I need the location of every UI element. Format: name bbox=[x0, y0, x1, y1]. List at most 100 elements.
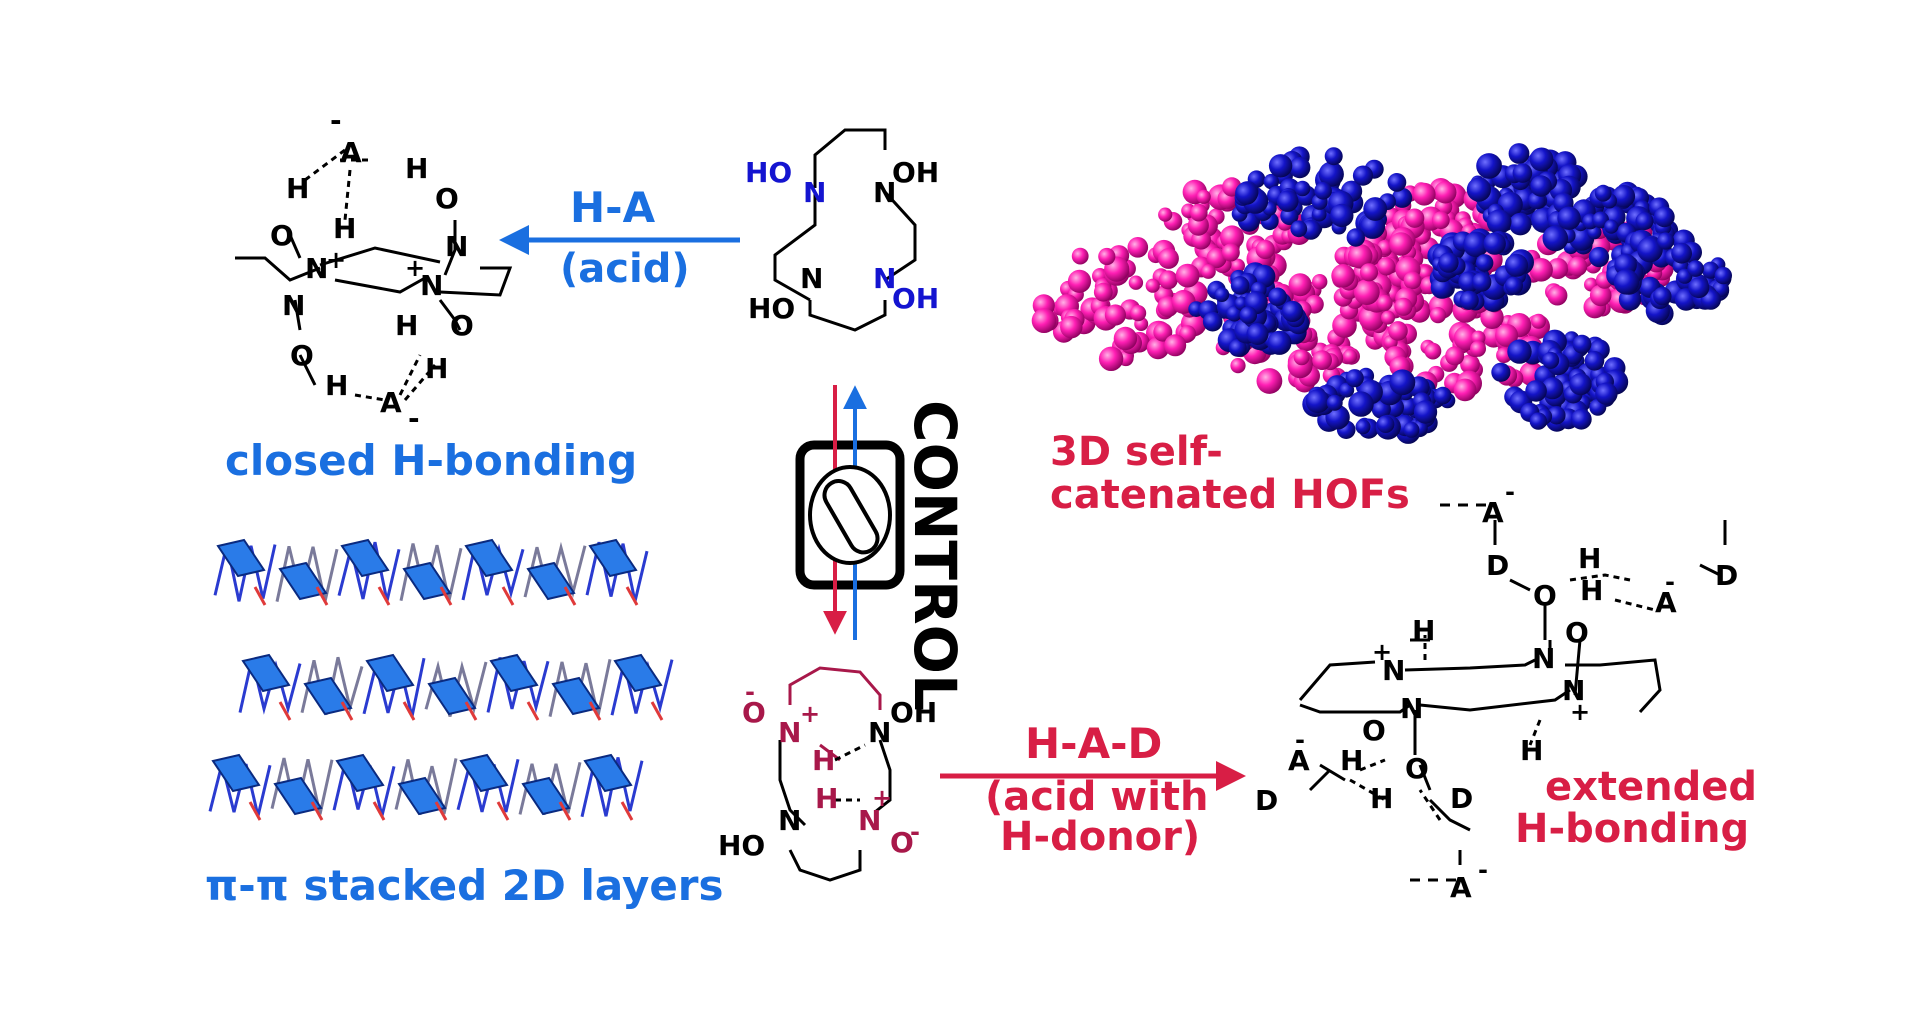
hof-molecule-blob bbox=[1331, 232, 1439, 331]
atom-sphere bbox=[1547, 406, 1566, 425]
hof-molecule-blob bbox=[1188, 262, 1310, 357]
atom-sphere bbox=[1470, 340, 1486, 357]
h-a-d-arrow: H-A-D (acid with H-donor) bbox=[940, 719, 1246, 860]
atom-sphere bbox=[1346, 228, 1366, 247]
atom-sphere bbox=[1424, 342, 1442, 360]
atom-label: - bbox=[910, 818, 920, 846]
atom-sphere bbox=[1431, 211, 1450, 230]
atom-sphere bbox=[1529, 412, 1548, 430]
atom-label: + bbox=[405, 254, 425, 282]
atom-sphere bbox=[1572, 334, 1592, 354]
atom-label: H bbox=[405, 152, 428, 185]
atom-label: A bbox=[340, 136, 362, 169]
atom-sphere bbox=[1355, 419, 1371, 435]
atom-label: N bbox=[858, 804, 881, 837]
atom-sphere bbox=[1376, 294, 1393, 311]
atom-label: H bbox=[1580, 574, 1603, 607]
atom-sphere bbox=[1389, 232, 1413, 256]
atom-sphere bbox=[1239, 306, 1258, 324]
atom-sphere bbox=[1031, 308, 1057, 334]
top-center-molecule-labels: HO N N OH N HO N OH bbox=[745, 156, 939, 325]
atom-label: A bbox=[1482, 496, 1504, 529]
atom-sphere bbox=[1353, 279, 1380, 305]
atom-sphere bbox=[1495, 323, 1519, 347]
oxygen-bond bbox=[501, 586, 515, 606]
atom-sphere bbox=[1128, 275, 1144, 290]
atom-sphere bbox=[1542, 225, 1569, 252]
atom-sphere bbox=[1635, 212, 1654, 231]
top-center-molecule bbox=[773, 128, 917, 332]
atom-sphere bbox=[1570, 408, 1592, 430]
atom-label: N bbox=[282, 289, 305, 322]
aromatic-ring bbox=[335, 753, 385, 793]
atom-label: O bbox=[890, 826, 914, 859]
atom-sphere bbox=[1202, 311, 1223, 332]
atom-label: - bbox=[1505, 478, 1515, 506]
oxygen-bond bbox=[248, 801, 262, 821]
atom-sphere bbox=[1569, 373, 1592, 396]
atom-label: H bbox=[425, 352, 448, 385]
oxygen-bond bbox=[372, 801, 386, 821]
atom-sphere bbox=[1505, 276, 1523, 295]
atom-label: O bbox=[290, 339, 314, 372]
atom-sphere bbox=[1491, 362, 1511, 382]
atom-label: N bbox=[445, 230, 468, 263]
atom-sphere bbox=[1158, 207, 1173, 222]
atom-sphere bbox=[1158, 248, 1179, 269]
crystal-layer bbox=[238, 653, 674, 721]
atom-sphere bbox=[1127, 237, 1149, 258]
hof-molecule-blob bbox=[1491, 329, 1629, 432]
acid-with-label-line1: (acid with bbox=[985, 774, 1209, 820]
atom-sphere bbox=[1256, 368, 1283, 394]
aromatic-ring bbox=[521, 776, 571, 816]
h-a-label: H-A bbox=[570, 183, 656, 232]
aromatic-ring bbox=[464, 538, 514, 578]
atom-label: A bbox=[1655, 586, 1677, 619]
oxygen-bond bbox=[625, 586, 639, 606]
control-label: CONTROL bbox=[901, 400, 969, 711]
oxygen-bond bbox=[563, 586, 577, 606]
top-left-molecule-labels: - A H H O O H N + N + N N H O H O H A - bbox=[270, 104, 474, 435]
aromatic-ring bbox=[216, 538, 266, 578]
oxygen-bond bbox=[620, 801, 634, 821]
atom-sphere bbox=[1098, 346, 1124, 371]
atom-sphere bbox=[1687, 260, 1704, 277]
aromatic-ring bbox=[459, 753, 509, 793]
atom-label: O bbox=[1362, 714, 1386, 747]
hof-molecule-blob bbox=[1606, 229, 1733, 326]
oxygen-bond bbox=[315, 586, 329, 606]
atom-label: + bbox=[1570, 698, 1590, 726]
atom-sphere bbox=[1483, 232, 1506, 255]
atom-sphere bbox=[1588, 246, 1610, 268]
atom-sphere bbox=[1263, 173, 1280, 190]
acid-label: (acid) bbox=[560, 246, 690, 292]
atom-label: - bbox=[745, 678, 755, 706]
atom-label: + bbox=[872, 784, 892, 812]
hof-molecule-blob bbox=[1427, 228, 1534, 312]
atom-sphere bbox=[1509, 212, 1532, 236]
oxygen-bond bbox=[434, 801, 448, 821]
atom-sphere bbox=[1671, 242, 1692, 264]
atom-sphere bbox=[1381, 310, 1395, 325]
atom-sphere bbox=[1604, 219, 1619, 234]
atom-sphere bbox=[1312, 206, 1327, 222]
atom-sphere bbox=[1525, 380, 1547, 402]
atom-label: H bbox=[1578, 542, 1601, 575]
oxygen-bond bbox=[340, 701, 354, 721]
atom-sphere bbox=[1403, 271, 1422, 290]
atom-label: D bbox=[1255, 784, 1278, 817]
atom-sphere bbox=[1071, 247, 1089, 265]
aromatic-ring bbox=[588, 538, 638, 578]
aromatic-ring bbox=[397, 776, 447, 816]
aromatic-ring bbox=[340, 538, 390, 578]
atom-sphere bbox=[1330, 203, 1354, 228]
atom-sphere bbox=[1305, 389, 1330, 414]
oxygen-bond bbox=[588, 701, 602, 721]
atom-label: OH bbox=[892, 282, 939, 315]
atom-label: H bbox=[1520, 734, 1543, 767]
atom-label: N bbox=[1382, 654, 1405, 687]
extended-label-line1: extended bbox=[1545, 764, 1757, 810]
atom-label: HO bbox=[748, 292, 795, 325]
atom-label: N bbox=[868, 716, 891, 749]
